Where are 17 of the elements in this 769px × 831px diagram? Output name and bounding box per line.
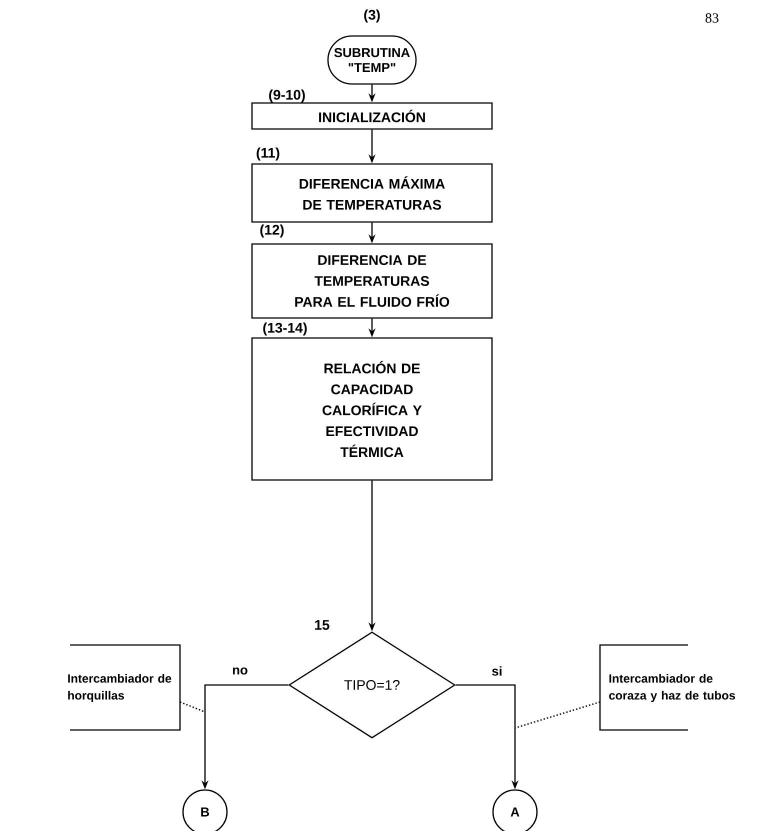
step-number: (12) [260,224,284,238]
step-number: (3) [364,10,380,22]
step-number: (11) [256,148,280,160]
leader-line [180,701,206,713]
leader-line [514,701,600,729]
process-box: INICIALIZACIÓN [251,102,493,130]
process-box: DIFERENCIA DE TEMPERATURAS PARA EL FLUIDO FRÍO [251,243,493,319]
edge-label: no [231,666,249,676]
step-number: (9-10) [269,90,305,102]
process-box: RELACIÓN DE CAPACIDAD CALORÍFICA Y EFECTIVIDAD TÉRMICA [251,337,493,481]
step-number: 15 [315,620,330,630]
page-number: 83 [706,13,718,23]
step-number: (13-14) [263,322,307,336]
edge-label: si [490,665,504,677]
process-box: DIFERENCIA MÁXIMA DE TEMPERATURAS [251,163,493,223]
annotation-bracket: Intercambiador de horquillas [68,644,181,731]
annotation-bracket: Intercambiador de coraza y haz de tubos [599,644,736,731]
